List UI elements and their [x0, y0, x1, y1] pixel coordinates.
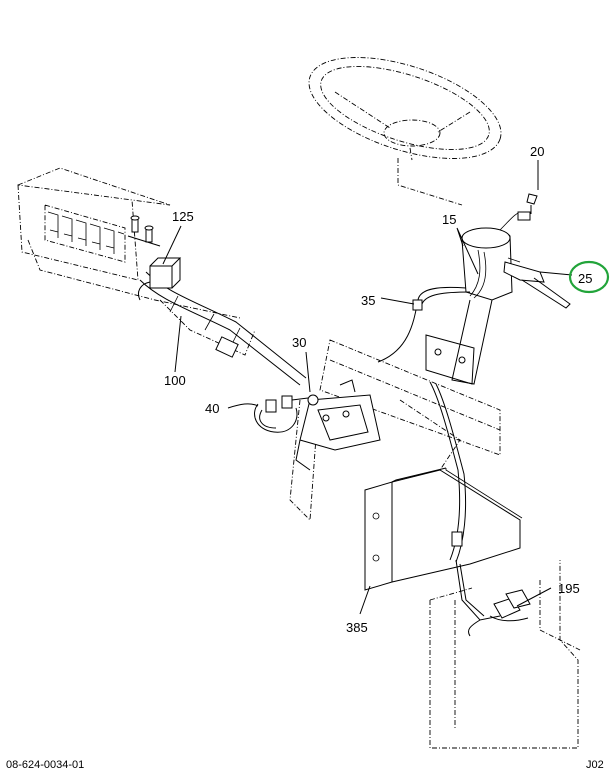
callout-35: 35	[361, 293, 375, 308]
leader-lines	[162, 160, 573, 615]
drawing-number: 08-624-0034-01	[6, 759, 84, 771]
harness-100	[139, 271, 307, 386]
steering-column	[425, 211, 523, 385]
callout-385: 385	[346, 620, 368, 635]
sheet-code: J02	[586, 759, 604, 771]
mount-bracket	[295, 379, 381, 471]
callout-100: 100	[164, 373, 186, 388]
connector-195	[467, 589, 531, 637]
turn-signal-lever-25	[503, 257, 571, 309]
callout-195: 195	[558, 581, 580, 596]
screw-20	[517, 193, 538, 221]
callout-125: 125	[172, 209, 194, 224]
wire-35	[377, 286, 471, 363]
lower-harness	[429, 381, 501, 621]
callout-30: 30	[292, 335, 306, 350]
floor-pedestal	[429, 560, 581, 749]
bracket-385	[364, 467, 523, 591]
connector-40	[254, 395, 309, 433]
cross-member	[289, 339, 501, 522]
dash-panel	[17, 167, 241, 319]
connector-125	[137, 257, 182, 301]
callout-15: 15	[442, 212, 456, 227]
callout-40: 40	[205, 401, 219, 416]
callout-20: 20	[530, 144, 544, 159]
highlight-ring	[568, 260, 610, 294]
steering-wheel	[308, 57, 502, 206]
callout-25: 25	[578, 271, 592, 286]
